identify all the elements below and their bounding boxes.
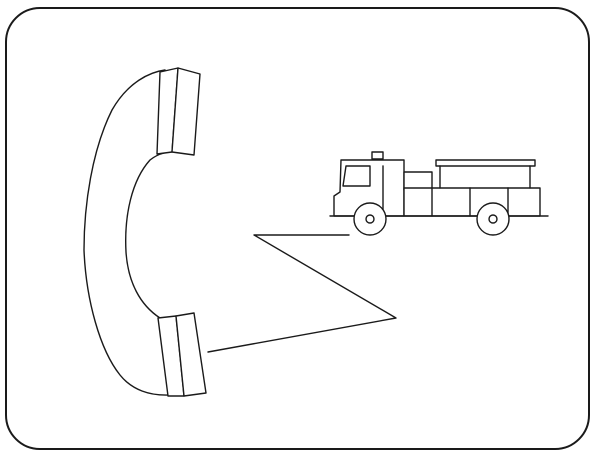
- truck-beacon: [371, 151, 384, 160]
- fire-truck-icon: [329, 151, 549, 236]
- lightning-connector-icon: [207, 234, 397, 353]
- truck-front-wheel: [353, 202, 387, 236]
- telephone-handset-icon: [83, 67, 207, 397]
- truck-rear-hub: [488, 214, 498, 224]
- truck-front-hub: [365, 214, 375, 224]
- truck-rear-wheel: [476, 202, 510, 236]
- handset-body: [83, 69, 171, 396]
- truck-ladder: [435, 159, 536, 167]
- handset-earpiece-cap: [171, 67, 201, 156]
- truck-cab-window: [342, 165, 371, 187]
- truck-body: [403, 187, 541, 217]
- handset-mouthpiece-cap: [175, 312, 207, 397]
